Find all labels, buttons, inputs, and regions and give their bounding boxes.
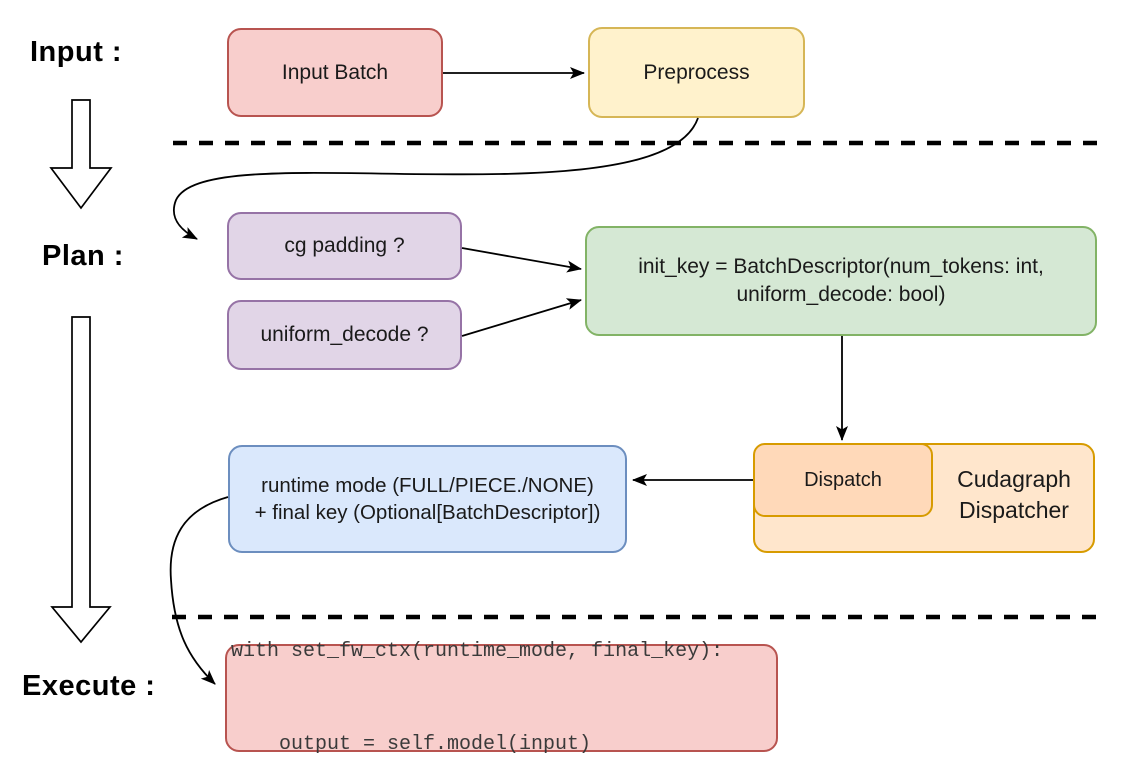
runtime-mode-line2: + final key (Optional[BatchDescriptor]) <box>254 501 601 524</box>
dispatch-label: Dispatch <box>804 468 882 491</box>
input-to-plan-arrow <box>49 99 113 210</box>
execute-code-line1: with set_fw_ctx(runtime_mode, final_key)… <box>231 640 724 663</box>
section-label-execute: Execute : <box>22 670 156 702</box>
uniform-decode-node: uniform_decode ? <box>227 300 462 370</box>
arrow-cgpadding-initkey <box>461 247 582 273</box>
input-batch-label: Input Batch <box>281 60 389 84</box>
init-key-line1: init_key = BatchDescriptor(num_tokens: i… <box>638 255 1044 279</box>
plan-to-execute-arrow <box>50 316 112 644</box>
runtime-mode-node: runtime mode (FULL/PIECE./NONE) + final … <box>228 445 627 553</box>
input-batch-node: Input Batch <box>227 28 443 117</box>
execute-code-line2: output = self.model(input) <box>231 733 592 756</box>
arrow-runtime-executecode <box>169 496 229 685</box>
execute-code-node: with set_fw_ctx(runtime_mode, final_key)… <box>225 640 778 756</box>
runtime-mode-line1: runtime mode (FULL/PIECE./NONE) <box>261 473 594 497</box>
cudagraph-dispatcher-label: Cudagraph Dispatcher <box>957 466 1071 524</box>
arrow-uniformdecode-initkey <box>461 298 582 337</box>
uniform-decode-label: uniform_decode ? <box>260 323 429 347</box>
cg-padding-label: cg padding ? <box>284 234 405 258</box>
preprocess-node: Preprocess <box>588 27 805 118</box>
dispatch-node: Dispatch <box>753 443 933 517</box>
section-label-input: Input : <box>30 36 123 68</box>
init-key-node: init_key = BatchDescriptor(num_tokens: i… <box>585 226 1097 336</box>
init-key-line2: uniform_decode: bool) <box>736 283 946 306</box>
section-label-plan: Plan : <box>42 240 124 272</box>
cg-padding-node: cg padding ? <box>227 212 462 280</box>
preprocess-label: Preprocess <box>643 60 750 84</box>
